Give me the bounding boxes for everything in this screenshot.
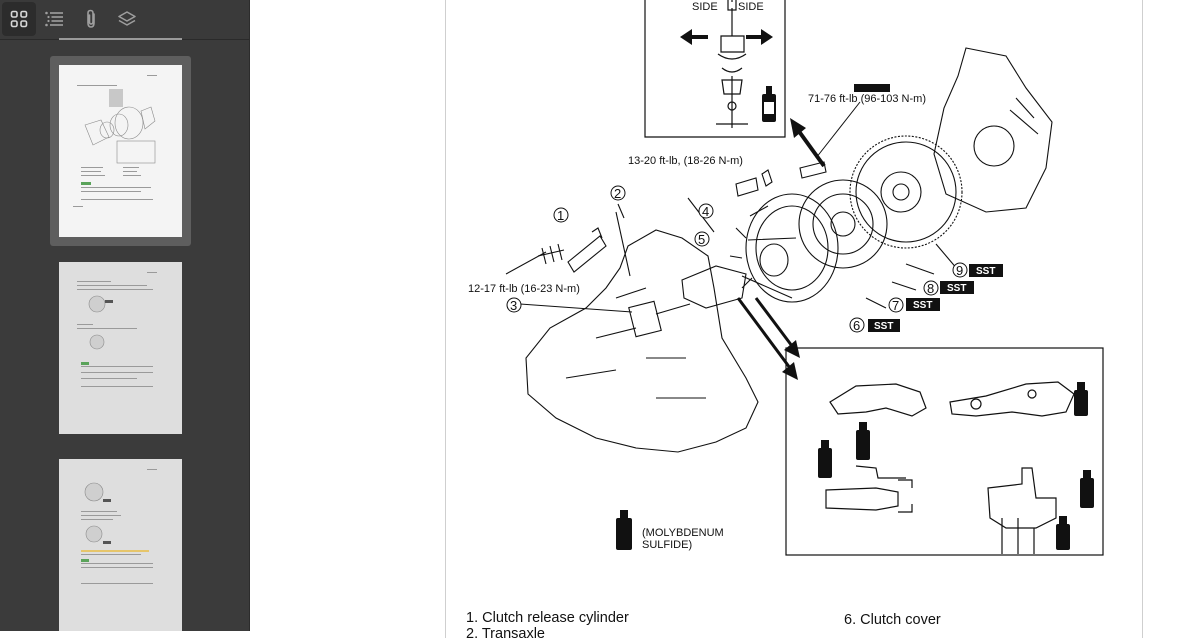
grease-bottle-group: [616, 382, 1094, 550]
document-page: SIDE SIDE 71-76 ft-lb (96-103 N-m) 13-20…: [445, 0, 1143, 642]
page-thumbnail-3-image: [59, 459, 182, 631]
torque-label-1: 71-76 ft-lb (96-103 N-m): [808, 93, 926, 105]
diagram-side-label-right: SIDE: [738, 1, 764, 13]
sst-label-7: SST: [913, 300, 932, 311]
legend-item-6: 6. Clutch cover: [844, 612, 941, 628]
sst-label-9: SST: [976, 266, 995, 277]
callout-3: 3: [510, 298, 517, 313]
sst-label-8: SST: [947, 283, 966, 294]
active-tab-indicator: [59, 38, 182, 40]
callout-8: 8: [927, 281, 934, 296]
callout-4: 4: [702, 204, 709, 219]
outline-icon: [45, 11, 63, 27]
callout-6: 6: [853, 318, 860, 333]
thumbnail-sidebar: [0, 0, 250, 631]
legend-item-2: 2. Transaxle: [466, 626, 545, 642]
thumbnails-icon: [10, 10, 28, 28]
callout-5: 5: [698, 232, 705, 247]
grease-bottle-1: [762, 86, 776, 122]
torque-label-2: 13-20 ft-lb, (18-26 N-m): [628, 155, 743, 167]
torque-label-3: 12-17 ft-lb (16-23 N-m): [468, 283, 580, 295]
page-thumbnail-1[interactable]: [50, 56, 191, 246]
callout-9: 9: [956, 263, 963, 278]
legend-item-1: 1. Clutch release cylinder: [466, 610, 629, 626]
page-thumbnail-3[interactable]: [50, 450, 191, 631]
document-viewer[interactable]: SIDE SIDE 71-76 ft-lb (96-103 N-m) 13-20…: [250, 0, 1202, 642]
layers-icon: [118, 11, 136, 26]
sst-label-6: SST: [874, 321, 893, 332]
callout-7: 7: [892, 298, 899, 313]
callout-2: 2: [614, 186, 621, 201]
page-thumbnail-1-image: [59, 65, 182, 237]
page-thumbnail-2-image: [59, 262, 182, 434]
sidebar-toolbar: [0, 0, 249, 40]
callout-1: 1: [557, 208, 564, 223]
attachments-icon: [87, 9, 95, 28]
clutch-exploded-diagram: SIDE SIDE 71-76 ft-lb (96-103 N-m) 13-20…: [468, 0, 1104, 556]
page-thumbnail-2[interactable]: [50, 253, 191, 443]
thumbnails-view-button[interactable]: [2, 2, 36, 36]
attachments-view-button[interactable]: [74, 2, 108, 36]
layers-view-button[interactable]: [110, 2, 144, 36]
lubricant-label-line1: (MOLYBDENUM: [642, 527, 724, 539]
lubricant-label-line2: SULFIDE): [642, 539, 692, 551]
outline-view-button[interactable]: [37, 2, 71, 36]
diagram-side-label-left: SIDE: [692, 1, 718, 13]
